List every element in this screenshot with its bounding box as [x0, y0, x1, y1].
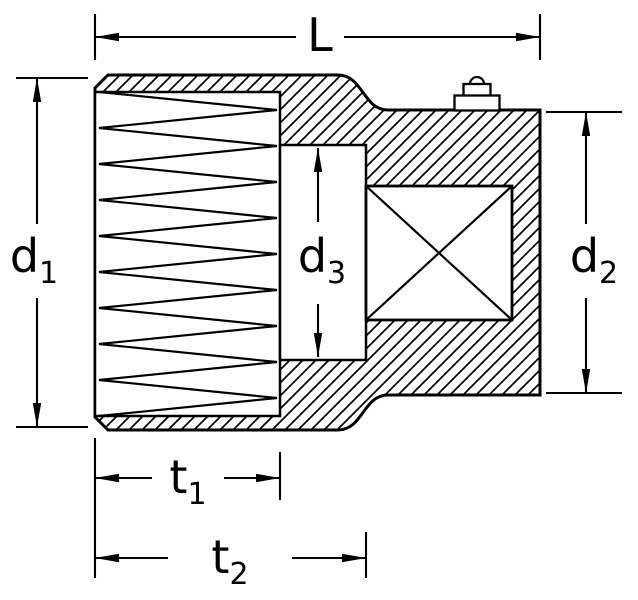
arrowhead-up-icon	[32, 78, 42, 102]
dim-label-d2: d2	[570, 229, 618, 291]
serrated-bore-section	[93, 90, 282, 418]
dim-label-d3: d3	[298, 229, 346, 291]
dim-label-t2: t2	[211, 530, 248, 592]
arrowhead-left-icon	[95, 473, 119, 483]
arrowhead-left-icon	[95, 553, 119, 563]
dimension-t1: t1	[93, 438, 282, 578]
dimension-t2: t2	[95, 530, 368, 592]
arrowhead-down-icon	[313, 333, 323, 357]
arrowhead-left-icon	[95, 32, 119, 42]
square-drive-hole	[364, 184, 514, 322]
dimension-d2: d2	[546, 110, 622, 395]
dimension-d3: d3	[298, 148, 346, 357]
detent-boss-upper	[462, 82, 492, 98]
arrowhead-right-icon	[342, 553, 366, 563]
arrowhead-right-icon	[256, 473, 280, 483]
arrowhead-down-icon	[581, 369, 591, 393]
dim-label-L: L	[307, 8, 333, 62]
arrowhead-up-icon	[313, 148, 323, 172]
detent-boss-lower	[453, 94, 501, 112]
arrowhead-up-icon	[581, 112, 591, 136]
dimension-d1: d1	[10, 76, 88, 429]
dim-label-d1: d1	[10, 229, 58, 291]
arrowhead-right-icon	[516, 32, 540, 42]
dim-label-t1: t1	[169, 450, 206, 512]
dimension-L: L	[93, 8, 542, 62]
arrowhead-down-icon	[32, 403, 42, 427]
serration-teeth-profile	[98, 90, 278, 418]
square-drive-diagonal-2	[365, 185, 513, 321]
detent-ball-detail	[453, 75, 501, 112]
